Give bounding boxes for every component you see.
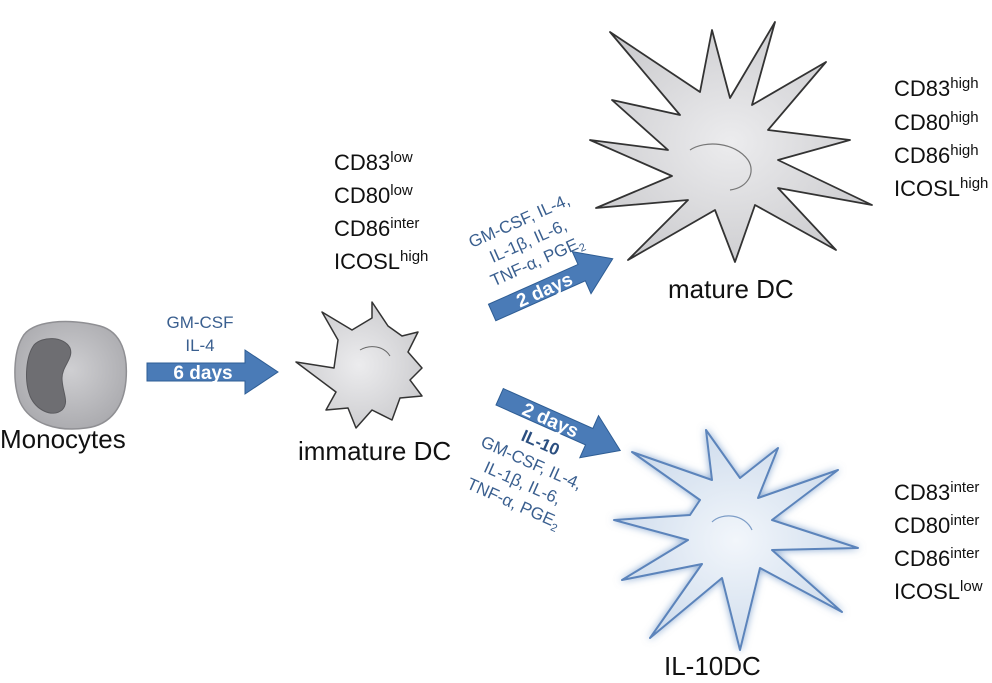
arrow1-duration: 6 days bbox=[173, 363, 232, 384]
svg-text:ICOSLlow: ICOSLlow bbox=[894, 578, 983, 604]
marker-name: CD80 bbox=[894, 513, 950, 538]
arrow3-group: 2 days IL-10 GM-CSF, IL-4, IL-1β, IL-6, … bbox=[464, 387, 622, 535]
marker-name: ICOSL bbox=[334, 249, 400, 274]
marker-level: high bbox=[950, 75, 978, 92]
marker-level: high bbox=[950, 109, 978, 126]
arrow2-icon bbox=[487, 250, 614, 322]
marker-level: high bbox=[400, 248, 428, 265]
marker-name: CD83 bbox=[894, 480, 950, 505]
svg-text:CD83high: CD83high bbox=[894, 75, 979, 101]
marker-level: high bbox=[960, 175, 988, 192]
arrow1-condition-2: IL-4 bbox=[185, 336, 214, 355]
svg-text:CD86inter: CD86inter bbox=[334, 215, 419, 241]
svg-text:ICOSLhigh: ICOSLhigh bbox=[334, 248, 428, 274]
il10-dc-label: IL-10DC bbox=[664, 651, 761, 681]
mature-markers: CD83high CD80high CD86high ICOSLhigh bbox=[894, 75, 988, 201]
svg-text:CD86high: CD86high bbox=[894, 142, 979, 168]
svg-text:CD80inter: CD80inter bbox=[894, 512, 979, 538]
mature-dc-label: mature DC bbox=[668, 274, 794, 304]
marker-level: low bbox=[390, 182, 413, 199]
immature-dc-label: immature DC bbox=[298, 436, 451, 466]
arrow1-condition-1: GM-CSF bbox=[166, 313, 233, 332]
svg-text:CD80high: CD80high bbox=[894, 109, 979, 135]
marker-name: CD83 bbox=[894, 76, 950, 101]
il10-markers: CD83inter CD80inter CD86inter ICOSLlow bbox=[894, 479, 983, 604]
svg-text:CD83low: CD83low bbox=[334, 149, 413, 175]
marker-name: ICOSL bbox=[894, 579, 960, 604]
marker-level: inter bbox=[950, 479, 979, 496]
marker-name: CD80 bbox=[334, 183, 390, 208]
arrow2-group: GM-CSF, IL-4, IL-1β, IL-6, TNF-α, PGE2 2… bbox=[466, 190, 614, 322]
marker-level: inter bbox=[950, 545, 979, 562]
arrow3-condition-subscript: 2 bbox=[549, 521, 559, 534]
svg-text:ICOSLhigh: ICOSLhigh bbox=[894, 175, 988, 201]
marker-name: CD83 bbox=[334, 150, 390, 175]
marker-level: low bbox=[390, 149, 413, 166]
immature-markers: CD83low CD80low CD86inter ICOSLhigh bbox=[334, 149, 428, 274]
svg-text:CD83inter: CD83inter bbox=[894, 479, 979, 505]
immature-dc-cell-icon bbox=[295, 301, 423, 429]
marker-name: CD86 bbox=[334, 216, 390, 241]
mature-dc-cell-icon bbox=[589, 21, 873, 263]
marker-name: CD80 bbox=[894, 110, 950, 135]
arrow3-icon bbox=[495, 387, 622, 459]
monocytes-label: Monocytes bbox=[0, 424, 126, 454]
svg-text:CD80low: CD80low bbox=[334, 182, 413, 208]
monocyte-cell-icon bbox=[14, 320, 128, 430]
arrow1-icon bbox=[146, 349, 279, 395]
svg-text:CD86inter: CD86inter bbox=[894, 545, 979, 571]
marker-name: CD86 bbox=[894, 143, 950, 168]
marker-level: inter bbox=[390, 215, 419, 232]
marker-name: ICOSL bbox=[894, 176, 960, 201]
il10-dc-cell-icon bbox=[613, 429, 859, 651]
arrow2-condition-subscript: 2 bbox=[577, 241, 587, 254]
marker-level: inter bbox=[950, 512, 979, 529]
marker-level: high bbox=[950, 142, 978, 159]
marker-name: CD86 bbox=[894, 546, 950, 571]
marker-level: low bbox=[960, 578, 983, 595]
